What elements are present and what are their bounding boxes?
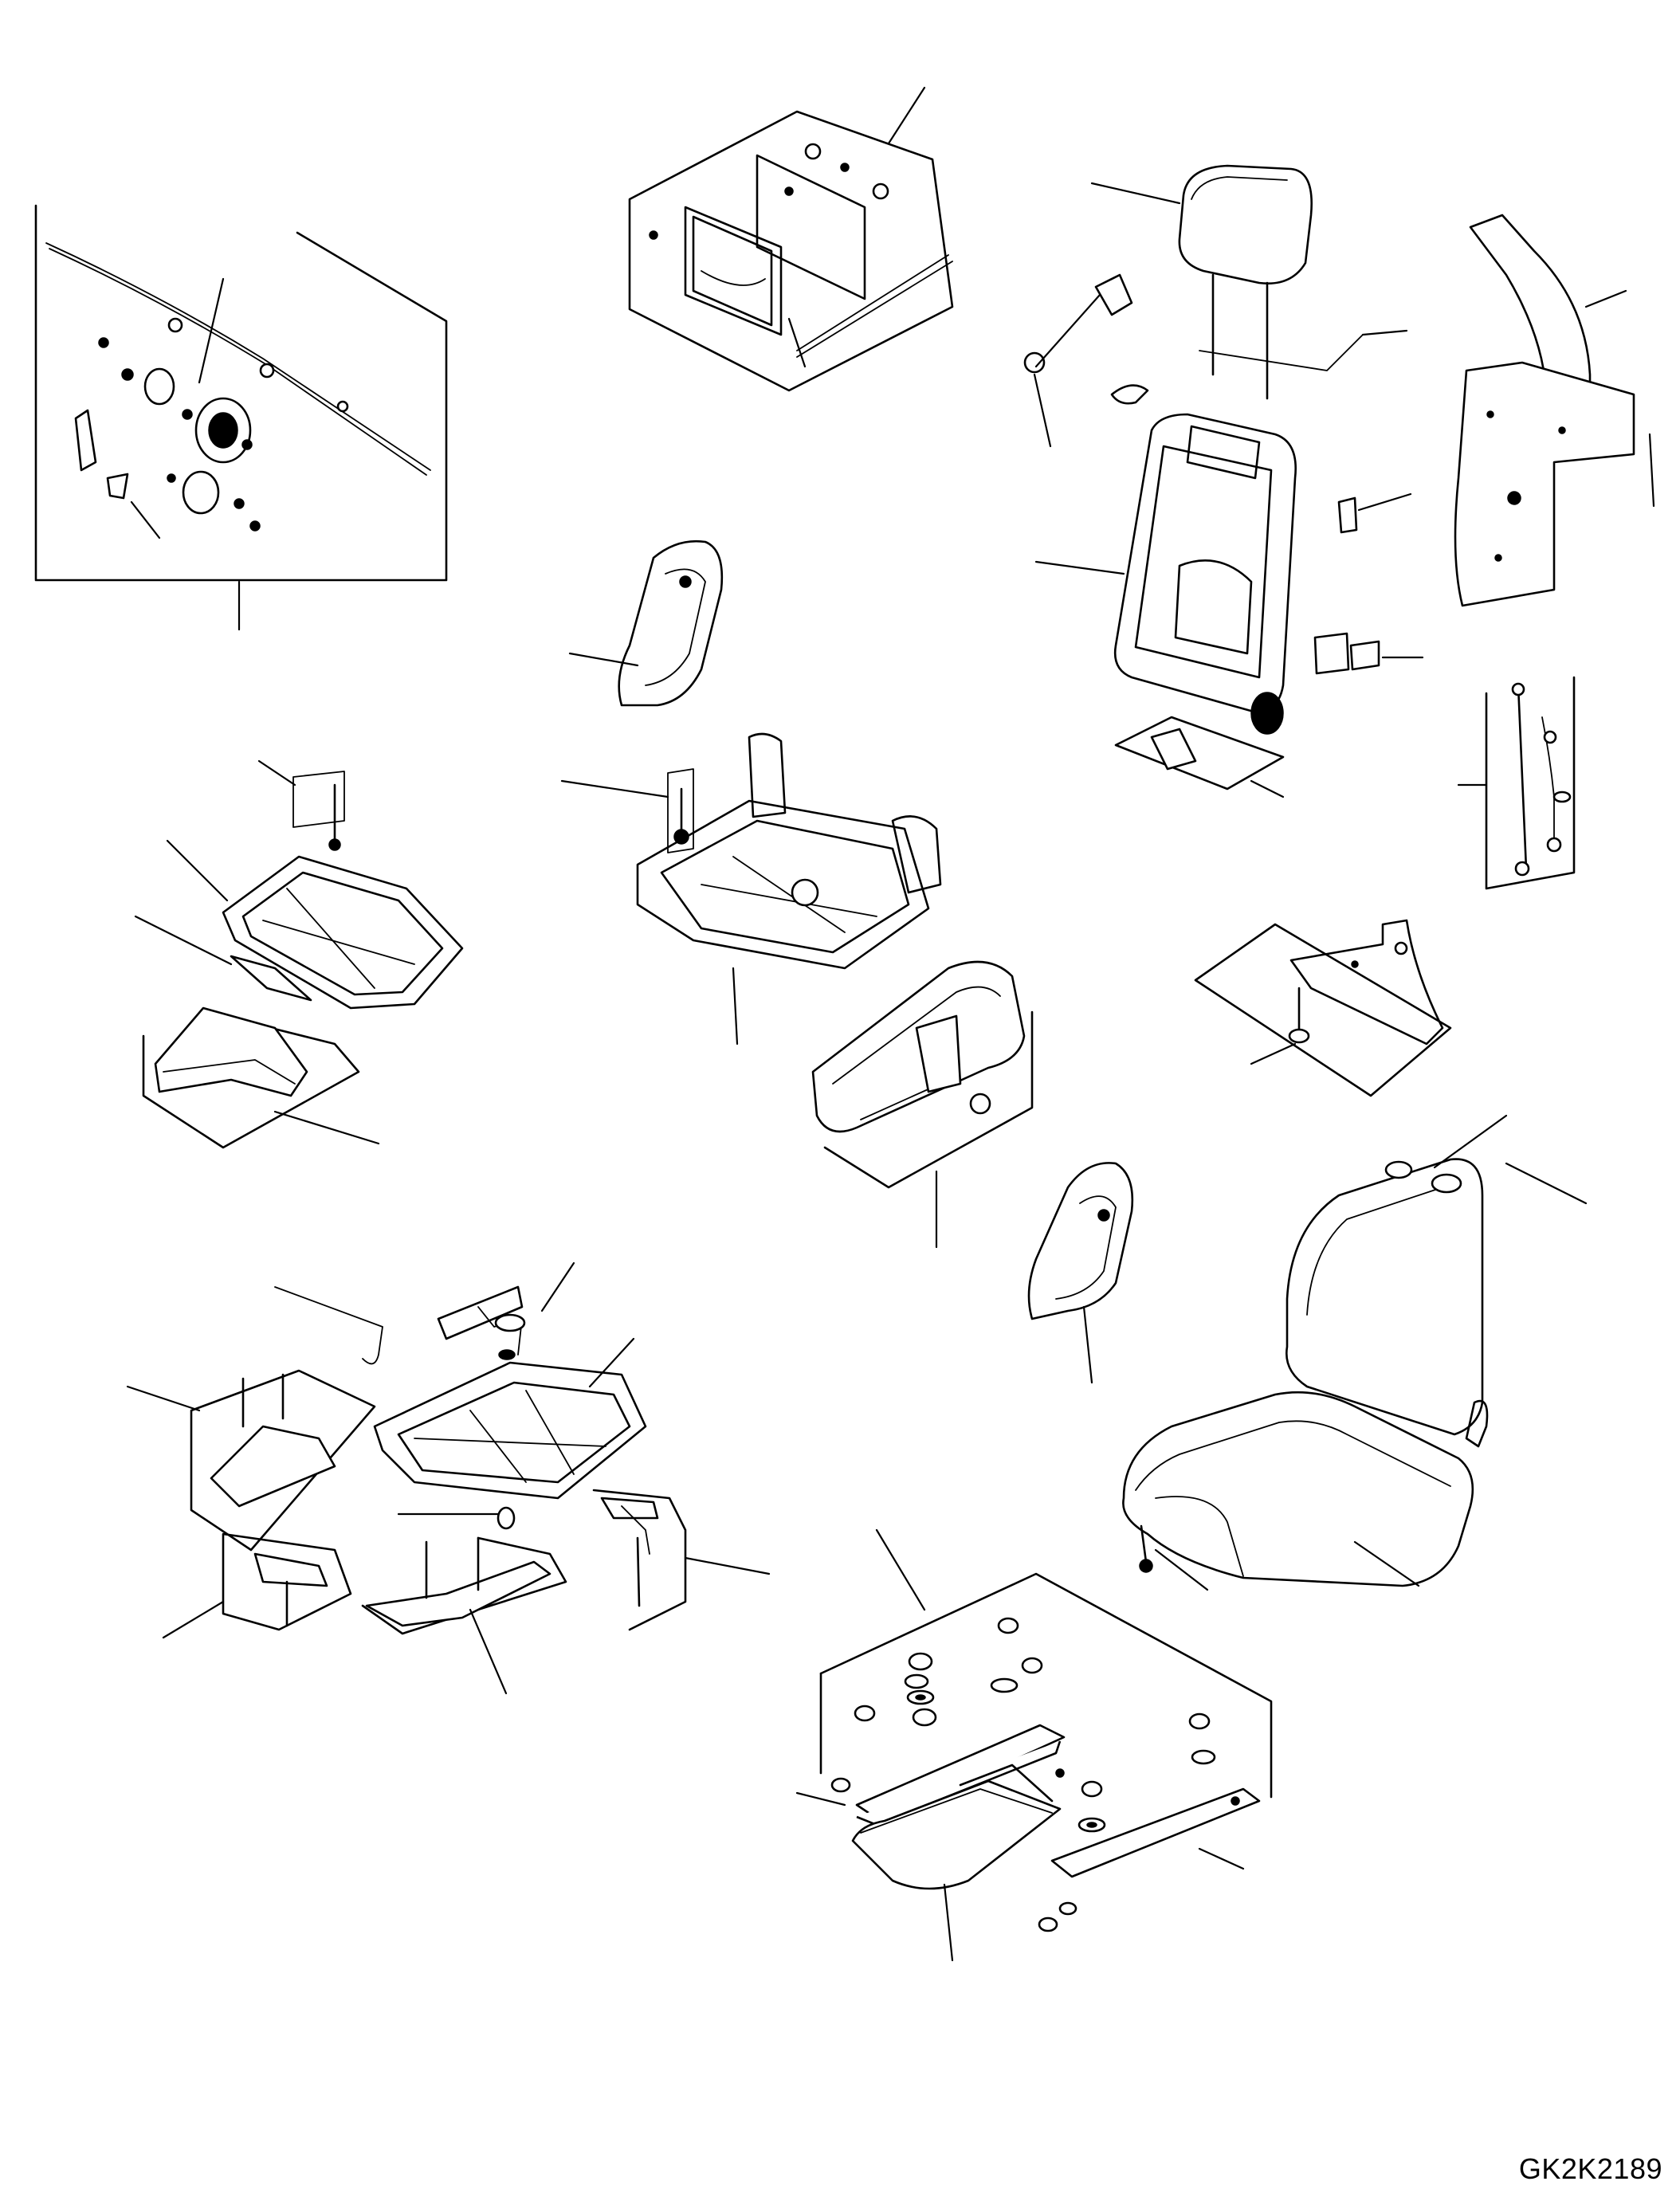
backrest-cover-kit[interactable] [628,86,954,392]
seat-pan-frame[interactable] [134,759,464,1149]
suspension-base[interactable] [126,1261,771,1695]
armrest[interactable] [811,960,1034,1249]
slide-rail-kit[interactable] [795,1528,1273,1962]
mounting-plate[interactable] [1194,919,1452,1097]
control-cable-kit[interactable] [34,204,448,631]
side-cover-left[interactable] [568,539,724,707]
headrest[interactable] [1090,164,1408,400]
seat-cushion-frame[interactable] [560,732,942,1046]
drawing-code: GK2K2189 [1518,2152,1662,2185]
seat-assembly[interactable] [1122,1114,1588,1591]
backrest-frame[interactable] [1023,273,1424,798]
side-cover-right[interactable] [1027,1162,1134,1384]
side-bracket[interactable] [1454,214,1655,607]
wiring-harness[interactable] [1457,676,1576,890]
